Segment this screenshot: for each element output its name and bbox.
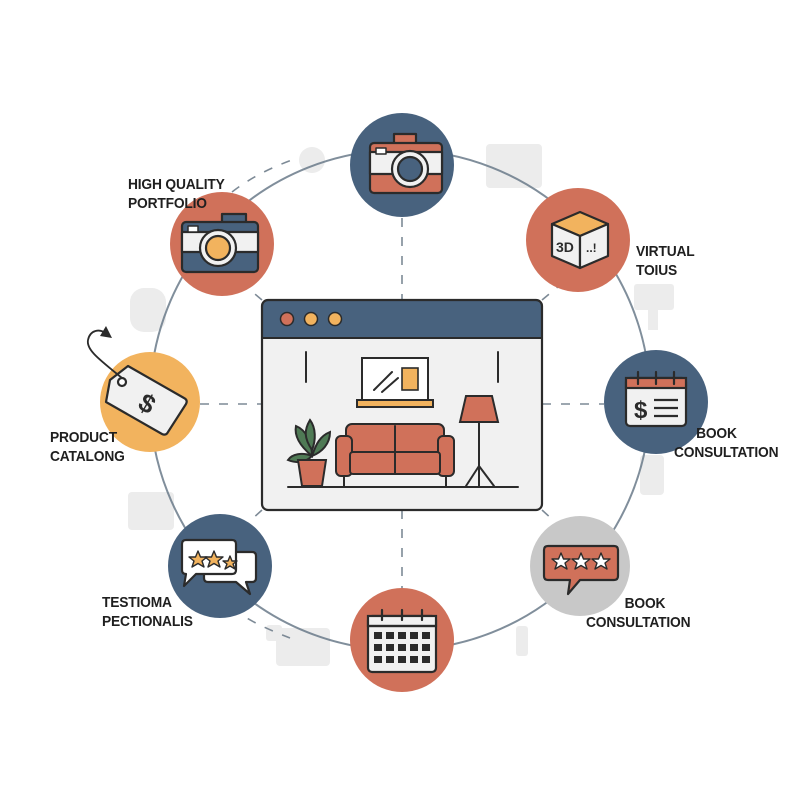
- floor-lamp-icon: [458, 395, 500, 487]
- window-dot-3: [327, 311, 343, 327]
- cube-text: 3D: [556, 239, 574, 255]
- living-room-illustration: [286, 351, 519, 488]
- label-high-quality-portfolio: HIGH QUALITY PORTFOLIO: [128, 176, 225, 212]
- chat-stars-icon: [180, 538, 258, 596]
- window-dot-2: [303, 311, 319, 327]
- node-calendar-bottom[interactable]: [350, 588, 454, 692]
- potted-plant-icon: [286, 418, 332, 487]
- price-tag-icon: $: [87, 326, 188, 436]
- central-browser-window: [260, 298, 544, 512]
- cube-3d-icon: 3D ..!: [550, 210, 610, 270]
- label-book-consultation-right: BOOK CONSULTATION: [674, 425, 779, 461]
- svg-text:$: $: [634, 397, 648, 424]
- sofa-icon: [335, 423, 455, 487]
- svg-text:..!: ..!: [586, 241, 597, 255]
- camera-icon: [180, 212, 260, 274]
- node-camera-top[interactable]: [350, 113, 454, 217]
- node-price-tag[interactable]: $: [87, 326, 200, 452]
- node-cube-3d[interactable]: 3D ..!: [526, 188, 630, 292]
- label-product-catalog: PRODUCT CATALONG: [50, 429, 125, 465]
- window-dot-1: [279, 311, 295, 327]
- node-chat-stars[interactable]: [168, 514, 272, 618]
- node-review-bubble[interactable]: [530, 516, 630, 616]
- calendar-dollar-icon: $: [624, 370, 688, 428]
- camera-icon: [368, 132, 444, 195]
- label-testimonials: TESTIOMA PECTIONALIS: [102, 594, 193, 630]
- node-camera-left[interactable]: [170, 192, 274, 296]
- node-calendar-dollar[interactable]: $: [604, 350, 708, 454]
- label-book-consultation-bottom: BOOK CONSULTATION: [586, 595, 691, 631]
- label-virtual-tours: VIRTUAL TOIUS: [636, 243, 695, 279]
- calendar-icon: [366, 608, 438, 674]
- review-bubble-icon: [542, 544, 620, 596]
- wall-picture-icon: [356, 357, 434, 408]
